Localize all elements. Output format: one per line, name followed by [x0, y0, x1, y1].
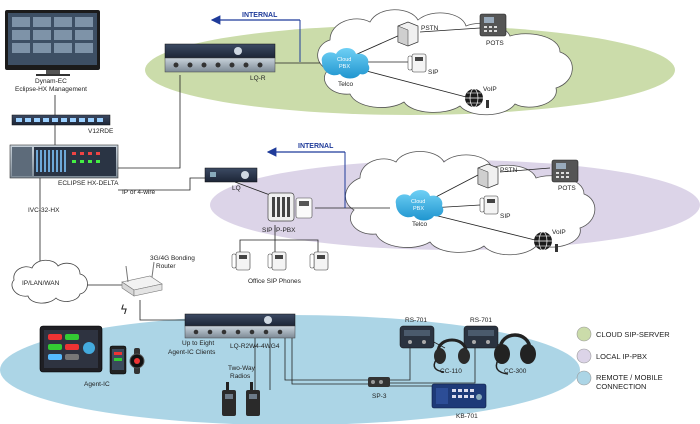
- sip-top-label: SIP: [428, 69, 438, 76]
- voip-top-label: VoIP: [483, 86, 497, 93]
- legend-label-local-pbx: LOCAL IP-PBX: [596, 352, 647, 361]
- kb-701-keypanel-icon: [431, 383, 487, 409]
- wireless-signal-icon: ϟ: [120, 303, 128, 317]
- telco-cloud-top: [317, 9, 573, 116]
- pots-top-phone-icon: [479, 13, 507, 37]
- office-sip-phone-icon: [231, 251, 251, 271]
- cc-110-label: CC-110: [440, 368, 462, 375]
- sip-ip-pbx-label: SIP IP-PBX: [262, 227, 296, 234]
- sp-3-splitter-icon: [368, 377, 390, 387]
- cloud-pbx-top-icon: [321, 48, 370, 79]
- two-way-radio-icon: [222, 382, 236, 416]
- rs-701-a-label: RS-701: [405, 317, 427, 324]
- telco-cloud-mid: [345, 151, 596, 256]
- voip-mid-label: VoIP: [552, 229, 566, 236]
- cloud-pbx-mid-line1: Cloud: [411, 199, 425, 205]
- cloud-pbx-top-line1: Cloud: [337, 57, 351, 63]
- internal-arrow-mid: INTERNAL: [266, 143, 346, 208]
- pstn-mid-icon: [477, 163, 499, 189]
- legend-swatch-local-pbx: [576, 348, 592, 364]
- cc-110-headset-icon: [433, 338, 470, 373]
- rs-701-beltpack-icon: [399, 325, 435, 349]
- legend-swatch-cloud-sip: [576, 326, 592, 342]
- sip-mid-label: SIP: [500, 213, 510, 220]
- two-way-radios-label-line1: Two-Way: [228, 365, 256, 372]
- pots-mid-label: POTS: [558, 185, 576, 192]
- sip-ip-pbx-icon: [267, 192, 313, 222]
- rs-701-beltpack-icon: [463, 325, 499, 349]
- agent-ic-phone-icon: [109, 345, 127, 375]
- lq-r2w4-unit-icon: [184, 313, 296, 339]
- two-way-radio-icon: [246, 382, 260, 416]
- ip-4wire-label: IP or 4-wire: [122, 189, 155, 196]
- legend-label-connection: CONNECTION: [596, 382, 646, 391]
- rs-701-b-label: RS-701: [470, 317, 492, 324]
- router-label-line1: 3G/4G Bonding: [150, 255, 195, 262]
- cc-300-headset-icon: [494, 333, 536, 375]
- agent-ic-label: Agent-IC: [84, 381, 110, 388]
- legend-label-remote: REMOTE / MOBILE: [596, 373, 663, 382]
- office-sip-phone-icon: [267, 251, 287, 271]
- lq-r2w4-label: LQ-R2W4-4WG4: [230, 343, 280, 350]
- internal-label-mid: INTERNAL: [298, 143, 334, 150]
- telco-mid-label: Telco: [412, 221, 428, 228]
- lq-r-unit-icon: [164, 43, 276, 73]
- pstn-mid-label: PSTN: [500, 167, 518, 174]
- cloud-pbx-mid-icon: [395, 190, 444, 221]
- legend-swatch-remote: [576, 370, 592, 386]
- telco-top-label: Telco: [338, 81, 354, 88]
- legend: CLOUD SIP-SERVER LOCAL IP-PBX REMOTE / M…: [576, 326, 670, 391]
- agent-ic-tablet-icon: [39, 325, 103, 373]
- office-sip-phones-label: Office SIP Phones: [248, 278, 302, 285]
- dynam-ec-monitor-icon: [5, 10, 100, 76]
- voip-top-globe-icon: [465, 88, 489, 108]
- sip-mid-phone-icon: [479, 195, 499, 215]
- bonding-router-icon: [121, 261, 163, 297]
- dynam-ec-label: Dynam-EC: [35, 78, 67, 85]
- agent-ic-watch-icon: [129, 348, 145, 374]
- cc-300-label: CC-300: [504, 368, 527, 375]
- pstn-top-label: PSTN: [421, 25, 439, 32]
- ivc-32-hx-label: IVC-32-HX: [28, 207, 60, 214]
- v12rde-label: V12RDE: [88, 128, 114, 135]
- kb-701-label: KB-701: [456, 413, 478, 420]
- cloud-pbx-top-line2: PBX: [339, 64, 350, 70]
- internal-label-top: INTERNAL: [242, 12, 278, 19]
- agent-clients-label-line1: Up to Eight: [182, 340, 214, 347]
- legend-label-cloud-sip: CLOUD SIP-SERVER: [596, 330, 670, 339]
- pots-top-label: POTS: [486, 40, 504, 47]
- pstn-top-icon: [397, 21, 419, 47]
- agent-clients-label-line2: Agent-IC Clients: [168, 349, 216, 356]
- eclipse-hx-delta-frame-icon: [9, 144, 119, 179]
- eclipse-hx-delta-label: ECLIPSE HX-DELTA: [58, 180, 119, 187]
- lq-r-label: LQ-R: [250, 75, 266, 82]
- office-sip-phone-icon: [309, 251, 329, 271]
- internal-arrow-top: INTERNAL: [210, 12, 301, 62]
- v12rde-panel-icon: [11, 114, 111, 126]
- ip-lan-wan-cloud-icon: [11, 259, 88, 304]
- router-label-line2: Router: [156, 263, 176, 270]
- voip-mid-globe-icon: [534, 231, 558, 252]
- two-way-radios-label-line2: Radios: [230, 373, 251, 380]
- pots-mid-phone-icon: [551, 159, 579, 183]
- sip-top-phone-icon: [407, 53, 427, 73]
- lq-unit-icon: [204, 167, 258, 183]
- eclipse-hx-management-label: Eclipse-HX Management: [15, 86, 87, 93]
- cloud-pbx-mid-line2: PBX: [413, 206, 424, 212]
- ip-lan-wan-label: IP/LAN/WAN: [22, 280, 60, 287]
- lq-label: LQ: [232, 185, 241, 192]
- sp-3-label: SP-3: [372, 393, 387, 400]
